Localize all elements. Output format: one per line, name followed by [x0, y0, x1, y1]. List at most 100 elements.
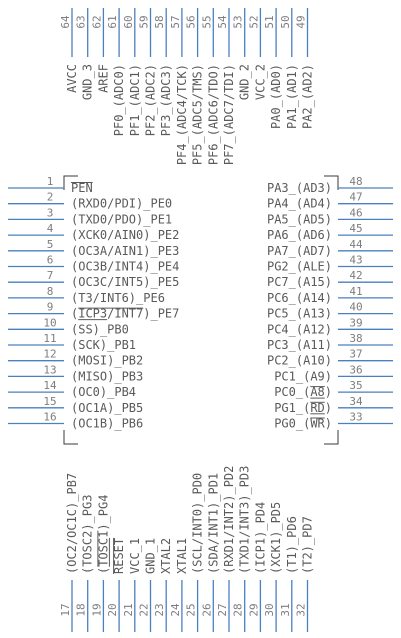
- pin-label: VCC_2: [253, 64, 267, 100]
- pin-label: XTAL2: [159, 538, 173, 574]
- pin-label: (OC3B/INT4)_PE4: [71, 260, 179, 274]
- pin-label: (T1)_PD6: [285, 516, 299, 574]
- pin-label: (ICP3/INT7)_PE7: [71, 307, 179, 321]
- pin-number: 59: [138, 15, 151, 28]
- pin-number: 24: [169, 603, 182, 617]
- pin-number: 10: [43, 316, 56, 329]
- body-corner-bracket: [324, 430, 339, 445]
- pin-number: 20: [106, 603, 119, 616]
- pin-label: (T2)_PD7: [301, 516, 315, 574]
- pin-number: 30: [263, 603, 276, 616]
- pin-label: (MISO)_PB3: [71, 369, 143, 383]
- pin-9: 9 (ICP3/INT7)_PE7: [8, 301, 179, 321]
- pin-number: 63: [75, 15, 88, 28]
- right-pins: 48PA3_(AD3)47PA4_(AD4)46PA5_(AD5)45PA6_(…: [267, 175, 393, 431]
- pin-25: 25(SCL/INT0)_PD0: [185, 473, 205, 632]
- pin-26: 26(SDA/INT1)_PD1: [200, 473, 220, 632]
- pin-number: 40: [349, 301, 362, 314]
- pin-label: PG1_(RD): [274, 401, 332, 415]
- pin-number: 50: [279, 15, 292, 28]
- pin-number: 62: [90, 15, 103, 28]
- pin-number: 64: [59, 15, 72, 29]
- pin-label: (XCK1)_PD5: [269, 502, 283, 574]
- pin-label: PC7_(A15): [267, 275, 332, 289]
- pin-number: 6: [47, 254, 54, 267]
- pin-30: 30 (XCK1)_PD5: [263, 502, 283, 632]
- pin-label: (TXD1/INT3)_PD3: [238, 466, 252, 574]
- pin-14: 14(OC0)_PB4: [8, 379, 136, 399]
- pin-number: 27: [216, 603, 229, 616]
- pin-label: PC1_(A9): [274, 369, 332, 383]
- pin-32: 32 (T2)_PD7: [295, 516, 315, 632]
- body-corner-bracket: [63, 430, 78, 445]
- pin-8: 8(T3/INT6)_PE6: [8, 285, 165, 305]
- pin-40: 40 PC5_(A13): [267, 301, 393, 321]
- pin-28: 28(TXD1/INT3)_PD3: [232, 466, 252, 632]
- pin-label: (TOSC1)_PG4: [96, 495, 110, 574]
- pin-number: 17: [59, 603, 72, 616]
- pin-number: 52: [247, 15, 260, 28]
- pin-label: (RXD0/PDI)_PE0: [71, 197, 172, 211]
- pin-label: PF0_(ADC0): [112, 64, 126, 136]
- pin-7: 7(OC3C/INT5)_PE5: [8, 269, 179, 289]
- pin-2: 2(RXD0/PDI)_PE0: [8, 191, 172, 211]
- pin-number: 5: [47, 238, 54, 251]
- pin-label: PC4_(A12): [267, 322, 332, 336]
- pin-number: 16: [43, 411, 56, 424]
- pin-number: 4: [47, 222, 54, 235]
- pin-number: 60: [122, 15, 135, 28]
- pin-number: 25: [185, 603, 198, 616]
- pin-label: (ICP1)_PD4: [253, 502, 267, 574]
- pin-number: 9: [47, 301, 54, 314]
- pin-label: PC2_(A10): [267, 354, 332, 368]
- pin-label: AVCC: [65, 64, 79, 93]
- pin-number: 21: [122, 603, 135, 616]
- pin-17: 17 (OC2/OC1C)_PB7: [59, 473, 79, 632]
- pin-number: 1: [47, 175, 54, 188]
- pin-31: 31 (T1)_PD6: [279, 516, 299, 632]
- pin-11: 11(SCK)_PB1: [8, 332, 136, 352]
- pin-label: PA4_(AD4): [267, 197, 332, 211]
- pin-number: 51: [263, 15, 276, 28]
- pin-label: GND_2: [238, 64, 252, 100]
- pin-number: 32: [295, 603, 308, 616]
- body-corner-bracket: [63, 175, 78, 190]
- pin-13: 13(MISO)_PB3: [8, 363, 143, 383]
- pin-label: (XCK0/AIN0)_PE2: [71, 228, 179, 242]
- pin-label: PC5_(A13): [267, 307, 332, 321]
- pin-number: 19: [90, 603, 103, 616]
- pin-15: 15(OC1A)_PB5: [8, 395, 143, 415]
- pin-16: 16(OC1B)_PB6: [8, 411, 143, 431]
- pin-27: 27(RXD1/INT2)_PD2: [216, 466, 236, 632]
- pin-number: 31: [279, 603, 292, 616]
- pin-label: PC3_(A11): [267, 338, 332, 352]
- pin-label: (OC0)_PB4: [71, 385, 136, 399]
- pin-number: 54: [216, 15, 229, 29]
- pin-number: 45: [349, 222, 362, 235]
- pin-6: 6 (OC3B/INT4)_PE4: [8, 254, 179, 274]
- pin-label: (OC2/OC1C)_PB7: [65, 473, 79, 574]
- pin-29: 29 (ICP1)_PD4: [247, 502, 267, 632]
- pin-number: 48: [349, 175, 362, 188]
- pin-number: 29: [247, 603, 260, 616]
- pin-number: 41: [349, 285, 362, 298]
- pin-label: VCC_1: [128, 538, 142, 574]
- pin-label: PA5_(AD5): [267, 212, 332, 226]
- pin-number: 12: [43, 348, 56, 361]
- pin-label: RESET: [112, 538, 126, 574]
